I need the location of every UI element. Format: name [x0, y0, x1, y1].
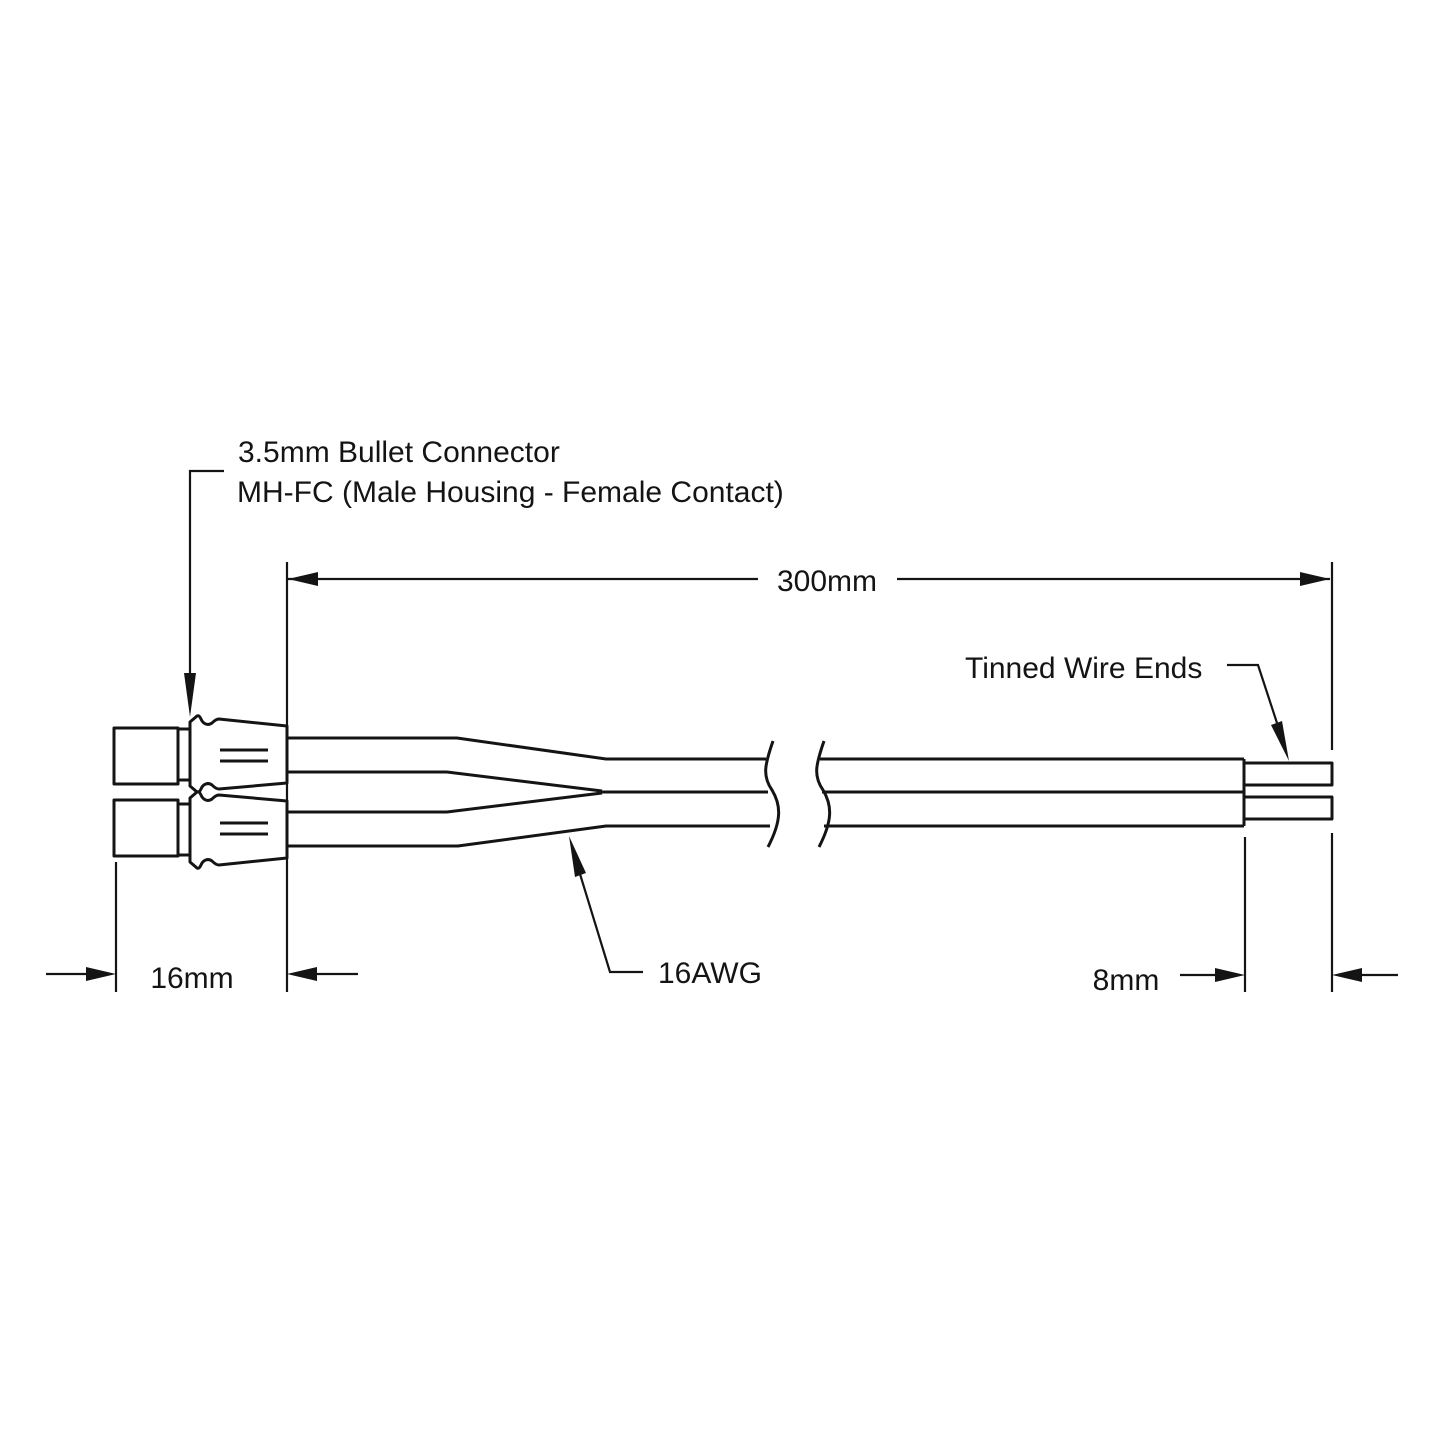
- leader-tinned-arrowhead: [1271, 721, 1289, 761]
- leader-tinned-wire-ends: Tinned Wire Ends: [965, 652, 1289, 761]
- wires: [287, 736, 1334, 848]
- dimension-text-overall-length: 300mm: [777, 565, 877, 598]
- connector-label-line2: MH-FC (Male Housing - Female Contact): [237, 476, 784, 509]
- tinned-end-top: [1242, 761, 1334, 787]
- extension-lines: [114, 562, 1334, 992]
- dimension-text-tinned-length: 8mm: [1093, 964, 1160, 997]
- bullet-connector-bottom: [112, 790, 289, 870]
- tinned-end-bottom: [1242, 795, 1334, 821]
- arrowhead-300-right: [1300, 572, 1330, 586]
- leader-connector-line: [188, 469, 224, 676]
- dimension-overall-length: 300mm: [288, 565, 1330, 598]
- bullet-connector-top: [112, 714, 289, 794]
- leader-awg-line: [578, 873, 643, 974]
- connector-bottom-barrel: [112, 798, 180, 858]
- arrowhead-16-right: [287, 967, 317, 981]
- break-symbol-right: [815, 740, 832, 848]
- connector-top-housing: [188, 714, 289, 794]
- arrowhead-16-left: [86, 967, 116, 981]
- break-symbol-left: [764, 740, 781, 848]
- leader-awg-arrowhead: [569, 836, 586, 877]
- bottom-wire-inner-edge: [287, 791, 603, 814]
- leader-connector-arrowhead: [184, 673, 196, 717]
- leader-tinned-line: [1227, 663, 1279, 724]
- leader-connector-label: 3.5mm Bullet Connector MH-FC (Male Housi…: [184, 436, 784, 717]
- arrowhead-8-left: [1215, 968, 1245, 982]
- tinned-wire-ends-label: Tinned Wire Ends: [965, 652, 1202, 685]
- connector-top-barrel: [112, 726, 180, 786]
- connector-label-line1: 3.5mm Bullet Connector: [238, 436, 560, 469]
- top-wire-outer-edge: [287, 736, 766, 761]
- dimension-text-connector-length: 16mm: [150, 962, 233, 995]
- connector-top-collar: [176, 727, 192, 782]
- connector-bottom-housing: [188, 790, 289, 870]
- dimension-connector-length: 16mm: [46, 962, 358, 995]
- dimension-tinned-length: 8mm: [1093, 964, 1398, 997]
- bottom-wire-outer-edge: [287, 824, 770, 848]
- connector-bottom-collar: [176, 802, 192, 857]
- arrowhead-8-right: [1332, 968, 1362, 982]
- leader-wire-gauge: 16AWG: [569, 836, 762, 990]
- arrowhead-300-left: [288, 572, 318, 586]
- wire-gauge-label: 16AWG: [658, 957, 762, 990]
- top-wire-inner-edge: [287, 770, 603, 793]
